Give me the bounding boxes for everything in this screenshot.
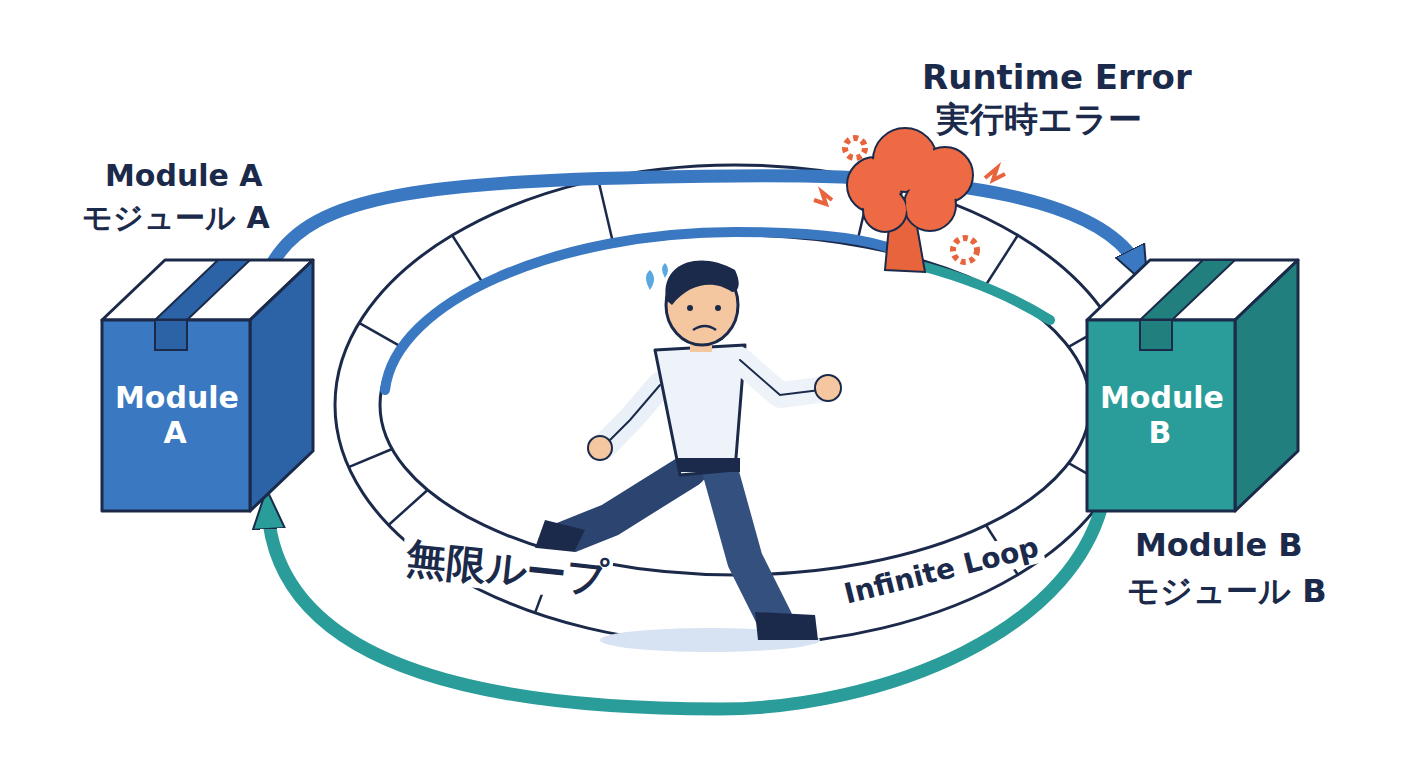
module-label: Module A: [105, 158, 263, 193]
track-divider: [349, 449, 392, 467]
track-outer: [335, 165, 1135, 645]
loop-arrow: [268, 483, 1107, 709]
inner-teal-band: [905, 262, 1050, 320]
module-label: モジュール A: [82, 198, 270, 239]
track-divider: [389, 490, 428, 525]
track-divider: [359, 323, 401, 347]
loop-arrow: [272, 176, 1139, 268]
module-name: Module A: [115, 381, 235, 450]
inner-blue-band: [385, 232, 895, 390]
module-name: Module B: [1100, 381, 1220, 450]
module-label: モジュール B: [1127, 570, 1327, 614]
module-label: Module B: [1135, 526, 1303, 564]
track-divider: [598, 179, 613, 245]
track-divider: [452, 235, 484, 284]
module-box: Module BModule Bモジュール B: [1085, 258, 1300, 513]
track-divider: [986, 235, 1018, 284]
error-label: Runtime Error: [918, 58, 1196, 97]
module-box: Module Aモジュール AModule A: [100, 258, 315, 513]
error-label: 実行時エラー: [932, 100, 1146, 139]
